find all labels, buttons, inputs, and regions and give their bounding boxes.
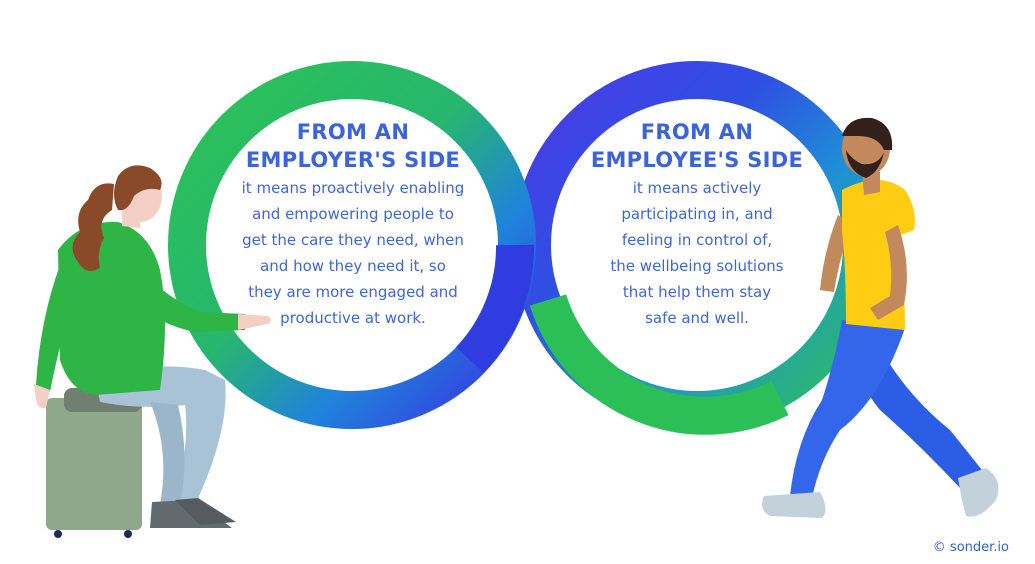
employee-panel: FROM AN EMPLOYEE'S SIDE it means activel… <box>572 118 822 331</box>
employer-body-line: and how they need it, so <box>260 257 446 275</box>
employer-heading: FROM AN EMPLOYER'S SIDE <box>222 118 484 174</box>
employer-body-line: and empowering people to <box>252 205 454 223</box>
employee-body-line: safe and well. <box>645 309 749 327</box>
employer-body-line: get the care they need, when <box>242 231 464 249</box>
employer-heading-line: EMPLOYER'S SIDE <box>245 148 461 172</box>
employer-body-line: productive at work. <box>280 309 426 327</box>
employee-heading-line: FROM AN <box>640 120 754 144</box>
employee-body-line: the wellbeing solutions <box>610 257 784 275</box>
employer-description: it means proactively enabling and empowe… <box>222 175 484 331</box>
copyright-notice: © sonder.io <box>932 540 1009 555</box>
employee-heading-line: EMPLOYEE'S SIDE <box>590 148 804 172</box>
employee-description: it means actively participating in, and … <box>572 175 822 331</box>
woman-illustration <box>34 165 271 538</box>
employer-ring <box>168 61 536 429</box>
employer-heading-line: FROM AN <box>296 120 410 144</box>
man-illustration <box>762 117 999 518</box>
employee-body-line: it means actively <box>632 179 762 197</box>
employee-heading: FROM AN EMPLOYEE'S SIDE <box>572 118 822 174</box>
employee-body-line: participating in, and <box>621 205 773 223</box>
employee-body-line: feeling in control of, <box>621 231 773 249</box>
stool <box>46 398 142 530</box>
employer-body-line: they are more engaged and <box>248 283 458 301</box>
employee-body-line: that help them stay <box>622 283 772 301</box>
employer-body-line: it means proactively enabling <box>241 179 465 197</box>
employer-panel: FROM AN EMPLOYER'S SIDE it means proacti… <box>222 118 484 331</box>
